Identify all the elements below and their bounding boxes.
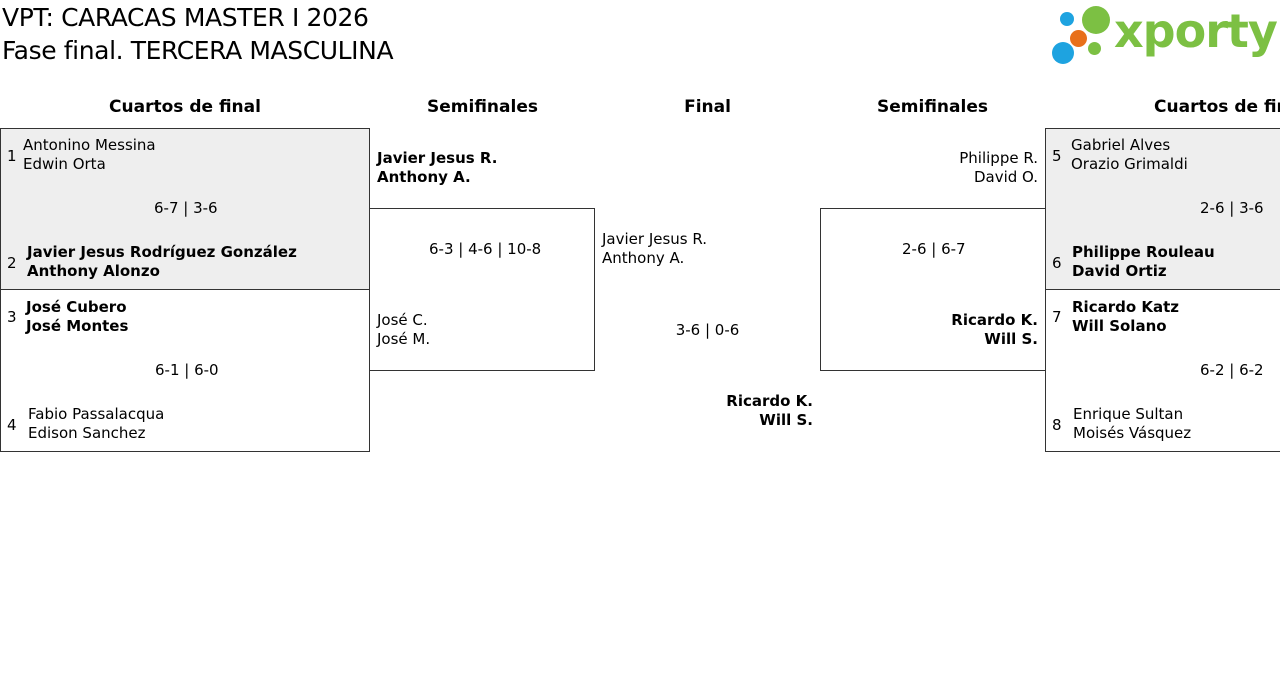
team-bottom: Enrique Sultan Moisés Vásquez [1073,405,1191,443]
semifinal-team-top-winner: Javier Jesus R. Anthony A. [377,149,497,187]
player-name: José M. [377,330,431,348]
quarterfinal-match-2[interactable] [0,289,370,452]
final-team-top: Javier Jesus R. Anthony A. [602,230,707,268]
player-name: Edwin Orta [23,155,106,173]
team-top: Antonino Messina Edwin Orta [23,136,156,174]
player-name: Javier Jesus R. [377,149,498,167]
player-name: David O. [973,168,1038,186]
round-header-right-quarters: Cuartos de final [1154,97,1280,117]
player-name: Edison Sanchez [28,424,146,442]
team-top-winner: Ricardo Katz Will Solano [1072,298,1179,336]
match-score: 6-2 | 6-2 [1200,361,1264,379]
match-score: 2-6 | 3-6 [1200,199,1264,217]
round-header-right-semis: Semifinales [877,97,988,117]
player-name: Javier Jesus Rodríguez González [27,243,297,261]
player-name: Moisés Vásquez [1073,424,1192,442]
seed-number: 1 [7,147,17,165]
seed-number: 2 [7,254,17,272]
player-name: Anthony A. [377,168,471,186]
player-name: Antonino Messina [23,136,156,154]
quarterfinal-match-1[interactable] [0,128,370,290]
logo-text: xporty [1114,4,1278,58]
final-team-bottom-winner: Ricardo K. Will S. [660,392,813,430]
tournament-title: VPT: CARACAS MASTER I 2026 [2,3,369,32]
player-name: Fabio Passalacqua [28,405,165,423]
player-name: Philippe Rouleau [1072,243,1215,261]
seed-number: 8 [1052,416,1062,434]
player-name: Anthony Alonzo [27,262,160,280]
seed-number: 6 [1052,254,1062,272]
round-header-left-quarters: Cuartos de final [109,97,261,117]
round-header-final: Final [684,97,731,117]
final-score: 3-6 | 0-6 [675,321,740,339]
semifinal-team-top: Philippe R. David O. [880,149,1038,187]
match-score: 6-3 | 4-6 | 10-8 [429,240,542,258]
match-score: 6-1 | 6-0 [155,361,219,379]
semifinal-match-left[interactable] [370,208,595,371]
player-name: Javier Jesus R. [602,230,708,248]
team-top-winner: José Cubero José Montes [26,298,128,336]
team-bottom-winner: Javier Jesus Rodríguez González Anthony … [27,243,297,281]
seed-number: 4 [7,416,17,434]
player-name: Will S. [759,411,813,429]
player-name: Philippe R. [959,149,1038,167]
player-name: José Montes [26,317,129,335]
quarterfinal-match-4[interactable] [1045,289,1280,452]
team-top: Gabriel Alves Orazio Grimaldi [1071,136,1188,174]
semifinal-match-right[interactable] [820,208,1046,371]
seed-number: 7 [1052,308,1062,326]
player-name: José Cubero [26,298,127,316]
category-subtitle: Fase final. TERCERA MASCULINA [2,36,394,65]
player-name: Orazio Grimaldi [1071,155,1188,173]
team-bottom: Fabio Passalacqua Edison Sanchez [28,405,164,443]
player-name: Ricardo K. [951,311,1038,329]
player-name: Ricardo K. [726,392,813,410]
player-name: Enrique Sultan [1073,405,1184,423]
seed-number: 5 [1052,147,1062,165]
seed-number: 3 [7,308,17,326]
player-name: Gabriel Alves [1071,136,1171,154]
player-name: José C. [377,311,428,329]
semifinal-team-bottom: José C. José M. [377,311,430,349]
match-score: 6-7 | 3-6 [154,199,218,217]
team-bottom-winner: Philippe Rouleau David Ortiz [1072,243,1215,281]
player-name: David Ortiz [1072,262,1167,280]
match-score: 2-6 | 6-7 [902,240,966,258]
semifinal-team-bottom-winner: Ricardo K. Will S. [880,311,1038,349]
player-name: Anthony A. [602,249,685,267]
round-header-left-semis: Semifinales [427,97,538,117]
player-name: Ricardo Katz [1072,298,1180,316]
player-name: Will S. [984,330,1038,348]
player-name: Will Solano [1072,317,1167,335]
xporty-logo[interactable]: xporty [1052,4,1278,68]
